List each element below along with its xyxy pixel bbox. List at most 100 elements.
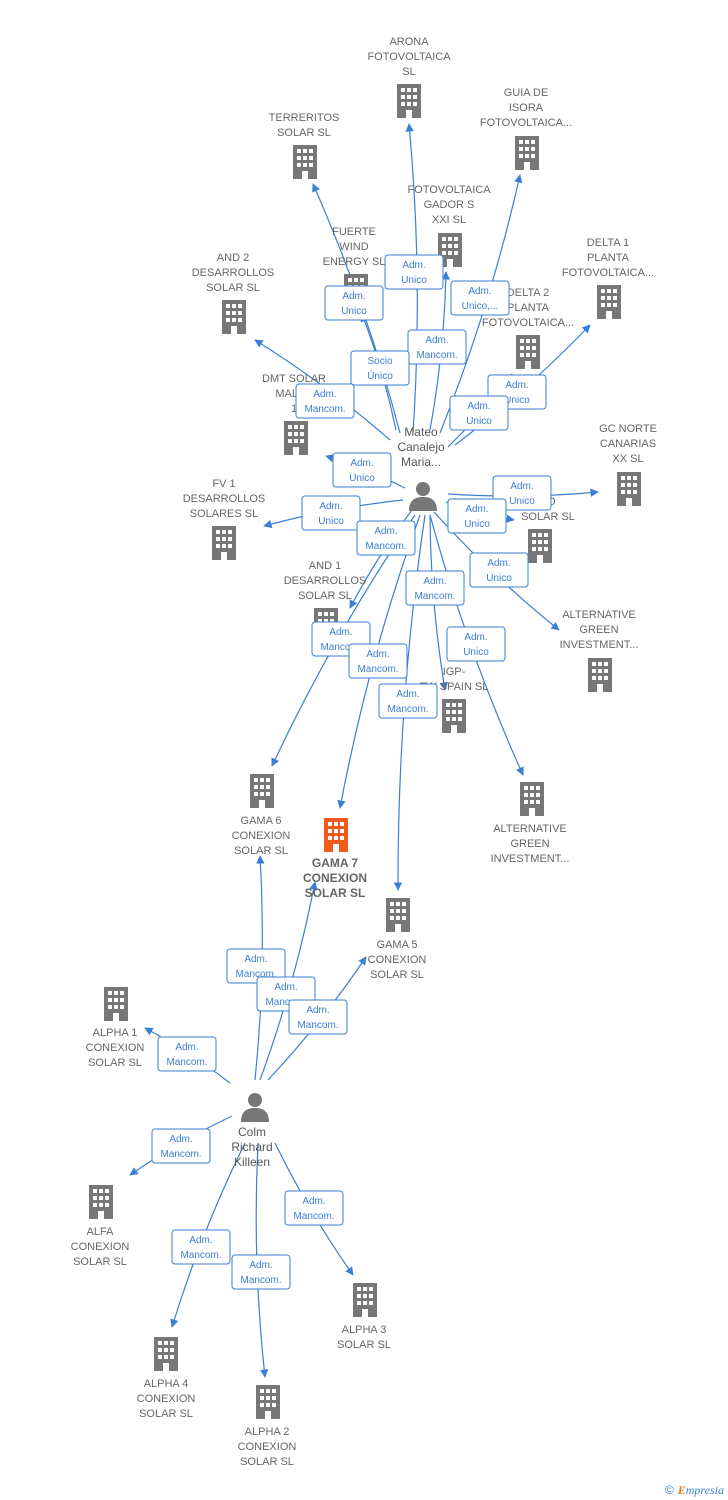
company-label-line[interactable]: TERRERITOS [269,112,340,124]
company-label-line[interactable]: GAMA 6 [241,815,282,827]
company-label-line[interactable]: AND 1 [309,560,341,572]
relation-label-colm-gama6[interactable]: Adm.Mancom. [226,948,286,984]
relation-label-mateo-arona[interactable]: Adm.Unico [384,254,444,290]
company-label-line[interactable]: PLANTA [507,302,550,314]
relation-label-box[interactable] [171,1229,231,1265]
relation-label-colm-gama5[interactable]: Adm.Mancom. [288,999,348,1035]
company-label-line[interactable]: FV 1 [212,478,235,490]
company-label-line[interactable]: GC NORTE [599,423,657,435]
company-label-line[interactable]: IGP- [443,666,466,678]
building-icon[interactable] [212,526,236,560]
company-label-line[interactable]: ALPHA 1 [93,1027,138,1039]
company-label-line[interactable]: CONEXION [86,1042,145,1054]
relation-label-mateo-and1[interactable]: Adm.Mancom. [356,520,416,556]
company-label-line[interactable]: GREEN [510,838,549,850]
company-label-line[interactable]: GAMA 5 [377,939,418,951]
company-label-line[interactable]: PLANTA [587,252,630,264]
relation-label-colm-alpha3[interactable]: Adm.Mancom. [284,1190,344,1226]
person-label-line[interactable]: Richard [231,1140,272,1154]
relation-label-box[interactable] [284,1190,344,1226]
relation-label-box[interactable] [288,999,348,1035]
company-label-line[interactable]: FOTOVOLTAICA... [562,267,654,279]
company-label-line[interactable]: SOLAR SL [139,1408,193,1420]
relation-label-box[interactable] [446,626,506,662]
relation-label-box[interactable] [350,350,410,386]
building-icon[interactable] [386,898,410,932]
company-label-line[interactable]: ALFA [87,1226,115,1238]
building-icon[interactable] [250,774,274,808]
company-label-line[interactable]: FOTOVOLTAICA [367,51,451,63]
company-label-line[interactable]: SOLAR SL [73,1256,127,1268]
person-label-line[interactable]: Colm [238,1125,266,1139]
company-label-line[interactable]: FOTOVOLTAICA [407,184,491,196]
person-node-mateo[interactable]: MateoCanalejoMaria... [397,425,445,511]
building-icon[interactable] [617,472,641,506]
relation-label-mateo-gador[interactable]: Adm.Mancom. [407,329,467,365]
relation-label-box[interactable] [157,1036,217,1072]
building-icon[interactable] [515,136,539,170]
relation-label-box[interactable] [407,329,467,365]
relation-label-colm-alpha2[interactable]: Adm.Mancom. [231,1254,291,1290]
building-icon[interactable] [520,782,544,816]
company-label-line[interactable]: FOTOVOLTAICA... [480,117,572,129]
company-label-line[interactable]: CANARIAS [600,438,656,450]
company-label-line[interactable]: ISORA [509,102,544,114]
company-label-line[interactable]: SOLAR SL [298,590,352,602]
company-label-line[interactable]: SOLAR SL [337,1339,391,1351]
company-node-guia[interactable]: GUIA DEISORAFOTOVOLTAICA... [480,87,572,170]
building-icon[interactable] [442,699,466,733]
company-node-delta2[interactable]: DELTA 2PLANTAFOTOVOLTAICA... [482,287,574,369]
company-label-line[interactable]: DELTA 2 [507,287,549,299]
relation-label-colm-alpha1[interactable]: Adm.Mancom. [157,1036,217,1072]
company-label-line[interactable]: GADOR S [424,199,475,211]
company-label-line[interactable]: ALTERNATIVE [493,823,567,835]
relation-label-box[interactable] [384,254,444,290]
company-label-line[interactable]: SOLARES SL [190,508,258,520]
company-label-line[interactable]: SOLAR SL [370,969,424,981]
company-node-and1[interactable]: AND 1 DESARROLLOS SOLAR SL [284,560,367,642]
company-label-line[interactable]: ARONA [389,36,429,48]
company-label-line[interactable]: CONEXION [303,871,367,885]
company-label-line[interactable]: ALTERNATIVE [562,609,636,621]
company-label-line[interactable]: DESARROLLOS [183,493,266,505]
company-label-line[interactable]: XXI SL [432,214,466,226]
building-icon[interactable] [397,84,421,118]
person-label-line[interactable]: Killeen [234,1155,270,1169]
company-label-line[interactable]: SOLAR SL [240,1456,294,1468]
relation-label-mateo-guia[interactable]: Adm.Unico,... [450,280,510,316]
company-label-line[interactable]: ALPHA 4 [144,1378,189,1390]
company-label-line[interactable]: ALPHA 3 [342,1324,387,1336]
relation-label-box[interactable] [449,395,509,431]
person-icon[interactable] [409,482,437,511]
company-label-line[interactable]: DESARROLLOS [284,575,367,587]
company-label-line[interactable]: AND 2 [217,252,249,264]
company-label-line[interactable]: DELTA 1 [587,237,629,249]
company-label-line[interactable]: INVESTMENT... [560,639,639,651]
person-icon[interactable] [241,1093,269,1122]
company-label-line[interactable]: 1 [291,403,297,415]
relation-label-box[interactable] [450,280,510,316]
company-label-line[interactable]: CONEXION [232,830,291,842]
building-icon[interactable] [104,987,128,1021]
relation-label-mateo-delta2[interactable]: Adm.Unico [449,395,509,431]
relation-label-box[interactable] [447,498,507,534]
relation-label-colm-alpha4[interactable]: Adm.Mancom. [171,1229,231,1265]
relation-label-box[interactable] [151,1128,211,1164]
person-label-line[interactable]: Mateo [404,425,438,439]
relation-label-box[interactable] [356,520,416,556]
building-icon[interactable] [324,818,348,852]
company-label-line[interactable]: SOLAR SL [234,845,288,857]
company-node-alpha3[interactable]: ALPHA 3 SOLAR SL [337,1283,391,1351]
relation-label-mateo-puerto[interactable]: Adm.Unico [447,498,507,534]
